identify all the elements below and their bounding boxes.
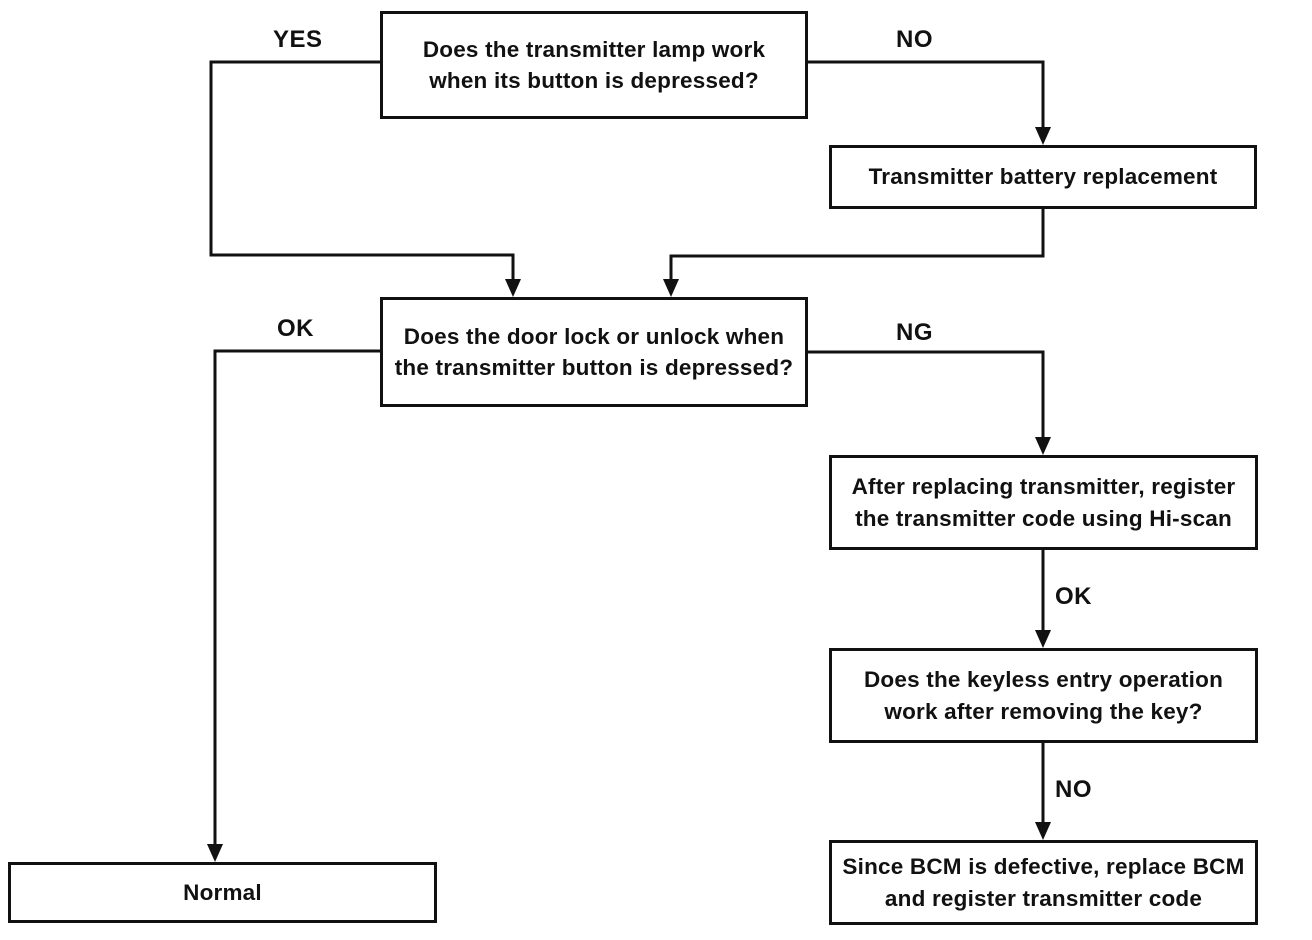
node-transmitter-battery-replacement: Transmitter battery replacement bbox=[829, 145, 1257, 209]
edge-ok-left-line bbox=[213, 349, 380, 850]
edge-yes-line bbox=[209, 60, 515, 288]
node-question-keyless-entry-operation: Does the keyless entry operation work af… bbox=[829, 648, 1258, 743]
edge-label-no-bottom: NO bbox=[1055, 776, 1092, 803]
edge-label-no-top: NO bbox=[896, 26, 933, 53]
arrowhead-into-doorlock-left bbox=[505, 279, 521, 297]
node-normal-result: Normal bbox=[8, 862, 437, 923]
arrowhead-into-normal bbox=[207, 844, 223, 862]
node-question-door-lock-unlock: Does the door lock or unlock when the tr… bbox=[380, 297, 808, 407]
arrowhead-into-keyless bbox=[1035, 630, 1051, 648]
node-transmitter-battery-replacement-text: Transmitter battery replacement bbox=[868, 164, 1218, 190]
arrowhead-into-battery bbox=[1035, 127, 1051, 145]
arrowhead-into-doorlock-right bbox=[663, 279, 679, 297]
node-question-transmitter-lamp: Does the transmitter lamp work when its … bbox=[380, 11, 808, 119]
edge-ng-line bbox=[808, 350, 1045, 444]
node-replace-bcm-text: Since BCM is defective, replace BCM and … bbox=[842, 854, 1245, 911]
edge-label-ng: NG bbox=[896, 319, 933, 346]
edge-no-top-line bbox=[808, 60, 1045, 134]
node-normal-result-text: Normal bbox=[183, 879, 262, 905]
edge-label-ok-left: OK bbox=[277, 315, 314, 342]
edge-label-ok-mid: OK bbox=[1055, 583, 1092, 610]
node-question-transmitter-lamp-text: Does the transmitter lamp work when its … bbox=[422, 36, 766, 93]
edge-label-yes: YES bbox=[273, 26, 323, 53]
arrowhead-into-bcm bbox=[1035, 822, 1051, 840]
edge-battery-merge-line bbox=[669, 209, 1045, 288]
arrowhead-into-hiscan bbox=[1035, 437, 1051, 455]
node-register-transmitter-code-hiscan: After replacing transmitter, register th… bbox=[829, 455, 1258, 550]
node-register-transmitter-code-hiscan-text: After replacing transmitter, register th… bbox=[851, 474, 1236, 531]
node-question-keyless-entry-operation-text: Does the keyless entry operation work af… bbox=[863, 667, 1224, 724]
node-question-door-lock-unlock-text: Does the door lock or unlock when the tr… bbox=[394, 323, 794, 380]
node-replace-bcm: Since BCM is defective, replace BCM and … bbox=[829, 840, 1258, 925]
